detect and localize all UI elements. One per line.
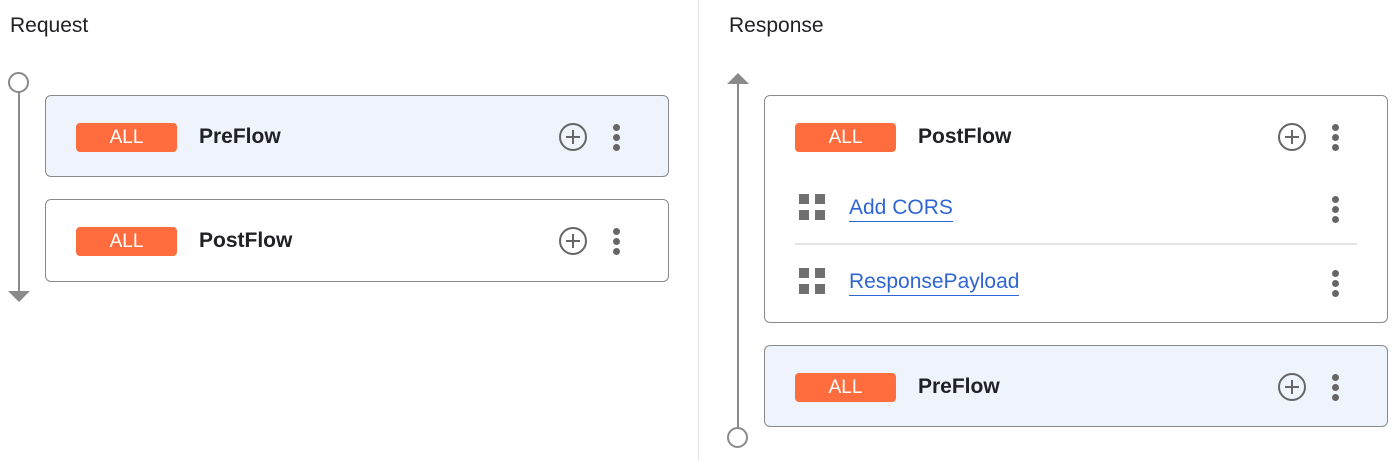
response-timeline-arrow-up-icon [727, 73, 749, 84]
more-vert-icon[interactable] [1332, 374, 1340, 401]
method-badge: ALL [795, 123, 896, 152]
panel-divider [698, 0, 699, 461]
add-circle-icon[interactable] [1278, 373, 1306, 401]
flow-label: PreFlow [918, 375, 1000, 398]
method-badge: ALL [76, 123, 177, 152]
response-timeline-line [737, 82, 739, 428]
policy-step-icon [799, 194, 825, 220]
add-circle-icon[interactable] [559, 227, 587, 255]
response-postflow-card[interactable]: ALL PostFlow Add CORS ResponsePayload [764, 95, 1388, 323]
step-separator [795, 243, 1357, 245]
method-badge: ALL [76, 227, 177, 256]
flow-label: PostFlow [918, 125, 1012, 148]
more-vert-icon[interactable] [1332, 196, 1340, 223]
step-link-response-payload[interactable]: ResponsePayload [849, 269, 1020, 296]
more-vert-icon[interactable] [1332, 270, 1340, 297]
response-title: Response [729, 14, 824, 37]
flow-label: PostFlow [199, 229, 293, 252]
response-preflow-card[interactable]: ALL PreFlow [764, 345, 1388, 427]
add-circle-icon[interactable] [559, 123, 587, 151]
request-timeline-arrow-down-icon [8, 291, 30, 302]
method-badge: ALL [795, 373, 896, 402]
add-circle-icon[interactable] [1278, 123, 1306, 151]
more-vert-icon[interactable] [613, 228, 621, 255]
response-timeline-end-circle [727, 427, 748, 448]
step-link-add-cors[interactable]: Add CORS [849, 195, 953, 222]
request-timeline-start-circle [8, 72, 29, 93]
request-title: Request [10, 14, 89, 37]
request-timeline-line [18, 92, 20, 292]
request-postflow-card[interactable]: ALL PostFlow [45, 199, 669, 282]
policy-step-icon [799, 268, 825, 294]
request-preflow-card[interactable]: ALL PreFlow [45, 95, 669, 177]
flow-label: PreFlow [199, 125, 281, 148]
more-vert-icon[interactable] [613, 124, 621, 151]
more-vert-icon[interactable] [1332, 124, 1340, 151]
